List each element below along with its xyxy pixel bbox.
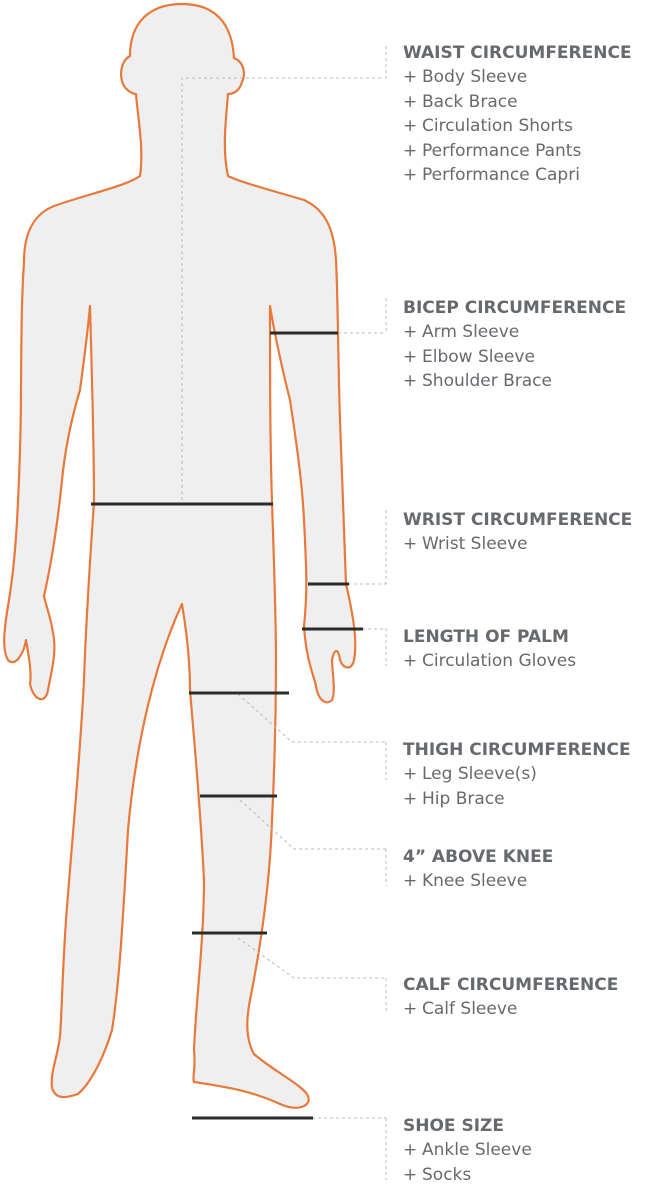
palm-label-group: LENGTH OF PALM +Circulation Gloves	[403, 625, 661, 674]
product-name: Circulation Shorts	[422, 116, 573, 136]
plus-marker: +	[403, 649, 422, 674]
calf-title: CALF CIRCUMFERENCE	[403, 973, 661, 997]
shoe-title: SHOE SIZE	[403, 1114, 661, 1138]
plus-marker: +	[403, 1138, 422, 1163]
product-name: Back Brace	[422, 92, 518, 112]
palm-title: LENGTH OF PALM	[403, 625, 661, 649]
plus-marker: +	[403, 369, 422, 394]
product-name: Arm Sleeve	[422, 322, 519, 342]
bicep-title: BICEP CIRCUMFERENCE	[403, 296, 661, 320]
product-item: +Ankle Sleeve	[403, 1138, 661, 1163]
thigh-title: THIGH CIRCUMFERENCE	[403, 738, 661, 762]
product-name: Calf Sleeve	[422, 999, 517, 1019]
bicep-leader	[338, 298, 386, 334]
body-silhouette	[4, 4, 355, 1108]
wrist-title: WRIST CIRCUMFERENCE	[403, 508, 661, 532]
product-name: Circulation Gloves	[422, 651, 576, 671]
waist-label-group: WAIST CIRCUMFERENCE +Body Sleeve+Back Br…	[403, 41, 661, 188]
plus-marker: +	[403, 762, 422, 787]
plus-marker: +	[403, 1163, 422, 1185]
product-name: Shoulder Brace	[422, 371, 552, 391]
plus-marker: +	[403, 65, 422, 90]
palm-leader	[362, 628, 386, 666]
product-name: Socks	[422, 1165, 471, 1185]
product-item: +Circulation Gloves	[403, 649, 661, 674]
plus-marker: +	[403, 163, 422, 188]
plus-marker: +	[403, 997, 422, 1022]
shoe-leader	[312, 1118, 386, 1180]
product-item: +Socks	[403, 1163, 661, 1185]
plus-marker: +	[403, 787, 422, 812]
wrist-leader	[348, 510, 386, 584]
plus-marker: +	[403, 114, 422, 139]
plus-marker: +	[403, 139, 422, 164]
knee-title: 4” ABOVE KNEE	[403, 845, 661, 869]
product-item: +Body Sleeve	[403, 65, 661, 90]
plus-marker: +	[403, 869, 422, 894]
shoe-label-group: SHOE SIZE +Ankle Sleeve+Socks	[403, 1114, 661, 1185]
product-name: Body Sleeve	[422, 67, 527, 87]
plus-marker: +	[403, 345, 422, 370]
knee-label-group: 4” ABOVE KNEE +Knee Sleeve	[403, 845, 661, 894]
product-item: +Circulation Shorts	[403, 114, 661, 139]
product-name: Wrist Sleeve	[422, 534, 528, 554]
product-item: +Performance Pants	[403, 139, 661, 164]
product-item: +Leg Sleeve(s)	[403, 762, 661, 787]
product-item: +Knee Sleeve	[403, 869, 661, 894]
wrist-label-group: WRIST CIRCUMFERENCE +Wrist Sleeve	[403, 508, 661, 557]
product-name: Elbow Sleeve	[422, 347, 535, 367]
product-item: +Hip Brace	[403, 787, 661, 812]
product-name: Knee Sleeve	[422, 871, 527, 891]
product-name: Performance Pants	[422, 141, 581, 161]
product-item: +Performance Capri	[403, 163, 661, 188]
waist-title: WAIST CIRCUMFERENCE	[403, 41, 661, 65]
product-item: +Calf Sleeve	[403, 997, 661, 1022]
product-name: Ankle Sleeve	[422, 1140, 532, 1160]
plus-marker: +	[403, 320, 422, 345]
product-item: +Back Brace	[403, 90, 661, 115]
plus-marker: +	[403, 90, 422, 115]
product-name: Hip Brace	[422, 789, 505, 809]
product-item: +Wrist Sleeve	[403, 532, 661, 557]
bicep-label-group: BICEP CIRCUMFERENCE +Arm Sleeve+Elbow Sl…	[403, 296, 661, 394]
product-item: +Shoulder Brace	[403, 369, 661, 394]
product-item: +Elbow Sleeve	[403, 345, 661, 370]
product-name: Performance Capri	[422, 165, 580, 185]
product-item: +Arm Sleeve	[403, 320, 661, 345]
thigh-label-group: THIGH CIRCUMFERENCE +Leg Sleeve(s)+Hip B…	[403, 738, 661, 811]
product-name: Leg Sleeve(s)	[422, 764, 537, 784]
calf-label-group: CALF CIRCUMFERENCE +Calf Sleeve	[403, 973, 661, 1022]
plus-marker: +	[403, 532, 422, 557]
